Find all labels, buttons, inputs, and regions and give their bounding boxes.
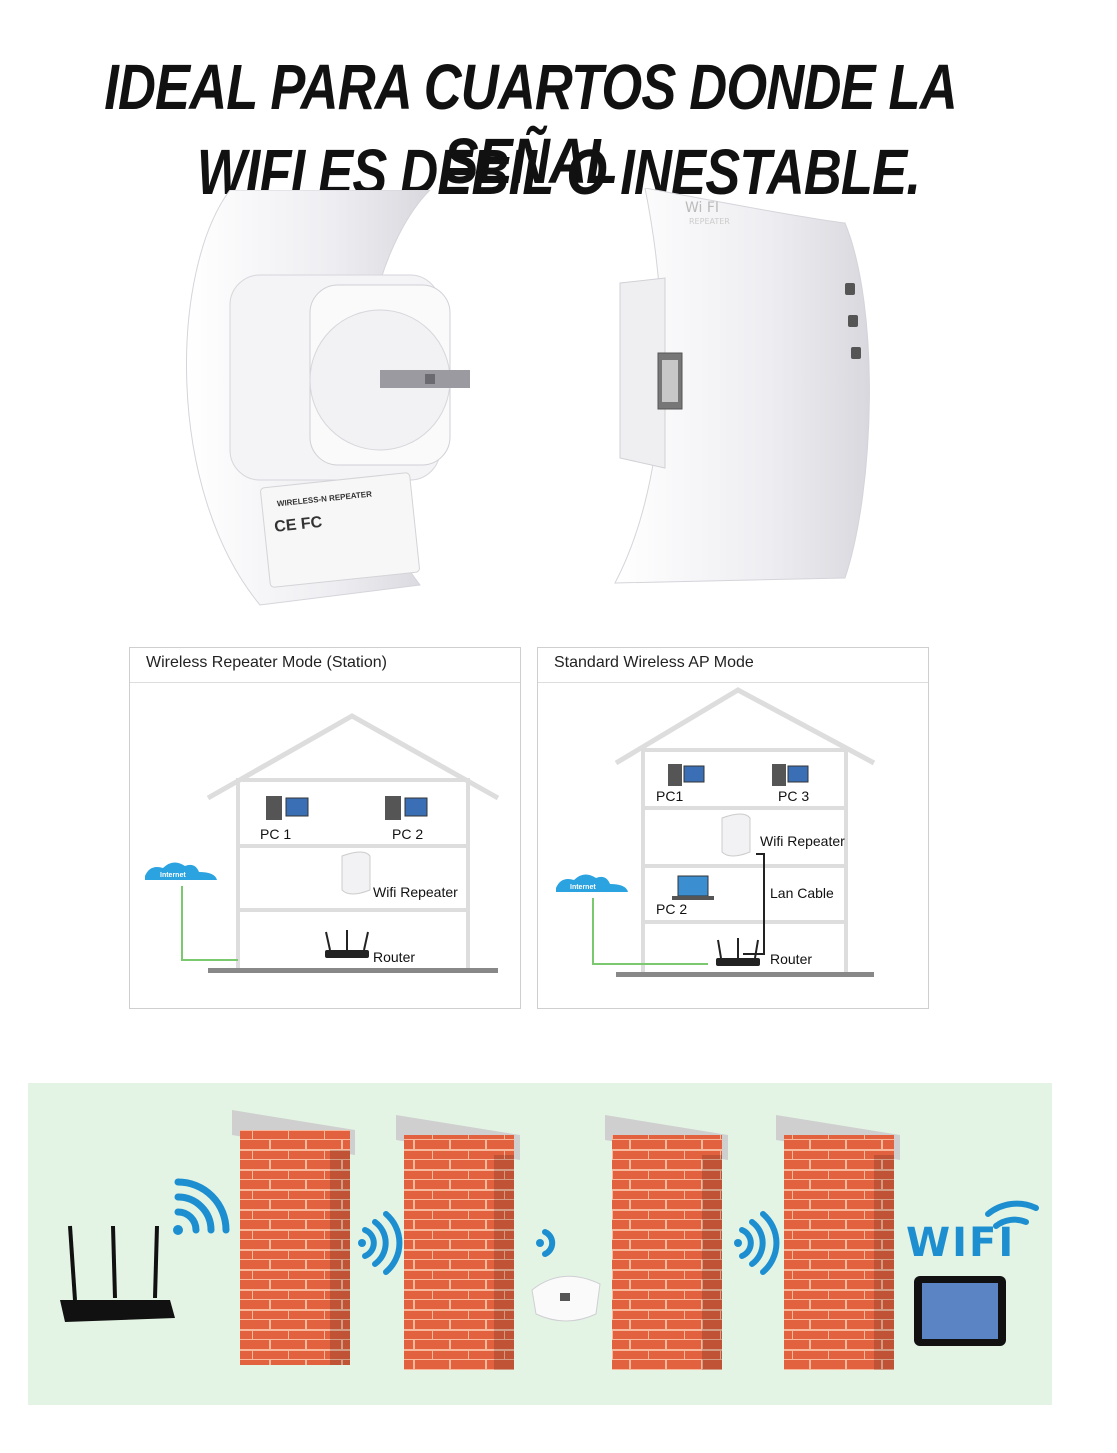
brick-wall-icon [776, 1115, 900, 1370]
front-sub: REPEATER [689, 217, 730, 226]
internet-label: Internet [570, 884, 596, 891]
pc2-label: PC 2 [392, 826, 424, 842]
front-brand: Wi FI [685, 200, 719, 216]
diagram-station-house [145, 713, 500, 973]
wifi-signal-icon [173, 1178, 230, 1235]
brick-wall-icon [396, 1115, 520, 1370]
diagram-ap-house [556, 687, 876, 977]
repeater-label: Wifi Repeater [760, 833, 845, 849]
router-icon [60, 1225, 175, 1322]
repeater-label: Wifi Repeater [373, 884, 458, 900]
router-label: Router [373, 949, 416, 965]
diagram-station-title: Wireless Repeater Mode (Station) [146, 654, 387, 671]
internet-label: Internet [160, 872, 186, 879]
wifi-signal-icon [536, 1229, 556, 1257]
brick-wall-icon [232, 1110, 355, 1365]
wifi-logo-icon [985, 1200, 1039, 1229]
svg-text:CE FC: CE FC [273, 514, 323, 536]
headline-line-1: IDEAL PARA CUARTOS DONDE LA SEÑAL [104, 51, 957, 197]
diagram-station-panel: Wireless Repeater Mode (Station) Interne… [129, 647, 521, 1009]
diagram-ap-panel: Standard Wireless AP Mode Internet PC1 P… [537, 647, 929, 1009]
lan-cable-label: Lan Cable [770, 885, 834, 901]
router-label: Router [770, 951, 813, 967]
pc3-label: PC 3 [778, 788, 810, 804]
tablet-icon [914, 1276, 1006, 1346]
repeater-back-photo: WIRELESS-N REPEATER CE FC [185, 190, 470, 606]
wifi-signal-icon [734, 1211, 780, 1275]
brick-wall-icon [605, 1115, 728, 1370]
diagram-ap-title: Standard Wireless AP Mode [554, 654, 754, 671]
repeater-front-photo: Wi FI REPEATER [614, 188, 870, 584]
wifi-logo-text: WIFI [906, 1220, 1016, 1266]
repeater-icon [531, 1275, 601, 1322]
pc2-label: PC 2 [656, 901, 688, 917]
pc1-label: PC1 [656, 788, 684, 804]
wifi-signal-icon [358, 1211, 403, 1275]
pc1-label: PC 1 [260, 826, 292, 842]
